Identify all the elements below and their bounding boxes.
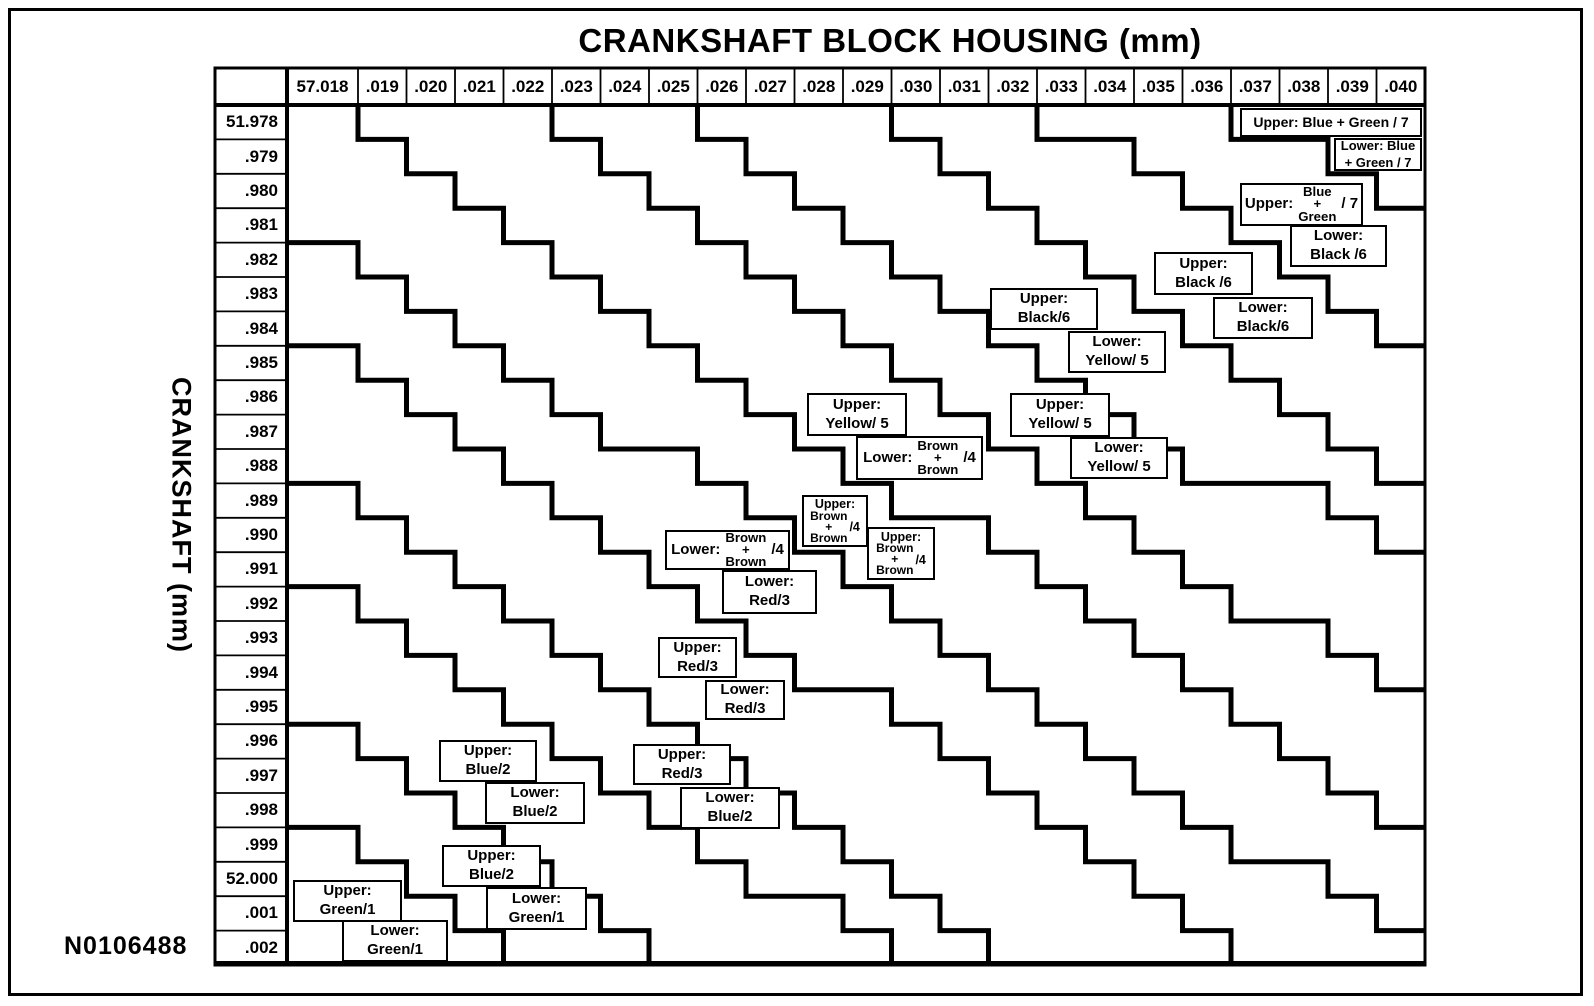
row-header-cell: .999 [244, 834, 278, 854]
column-header-cell: .021 [462, 76, 496, 96]
zone-label: Lower:Yellow/ 5 [1068, 331, 1166, 373]
zone-label: Upper:Yellow/ 5 [807, 393, 907, 436]
step-line-boundary-5-lower [549, 105, 1425, 693]
step-line-boundary-7-lower [1228, 105, 1425, 211]
row-header-cell: .994 [244, 662, 278, 682]
row-header-cell: .996 [244, 731, 278, 751]
column-header-cell: .034 [1093, 76, 1127, 96]
zone-label: Upper:Black /6 [1154, 252, 1253, 295]
zone-label: Lower:Brown+Brown/4 [856, 436, 983, 480]
step-line-boundary-3-upper [287, 584, 894, 965]
zone-label: Lower:Brown+Brown/4 [665, 530, 790, 570]
row-header-cell: .989 [244, 490, 278, 510]
row-header-cell: .987 [244, 421, 278, 441]
zone-label: Lower:Red/3 [705, 680, 785, 720]
figure-border [8, 8, 1583, 996]
step-line-boundary-5-upper [355, 105, 1425, 830]
zone-label: Upper:Yellow/ 5 [1010, 393, 1110, 437]
zone-label: Lower:Blue/2 [680, 787, 780, 829]
step-line-boundary-3-lower [287, 480, 991, 965]
zone-label: Lower:Black /6 [1290, 225, 1387, 267]
step-line-boundary-4-lower [287, 240, 1425, 934]
column-header-cell: .033 [1044, 76, 1078, 96]
column-header-cell: .036 [1190, 76, 1224, 96]
column-header-cell: .031 [947, 76, 981, 96]
row-header-cell: .984 [244, 318, 278, 338]
zone-label: Upper: Blue + Green / 7 [1240, 108, 1422, 137]
step-line-boundary-4-upper [287, 343, 1234, 965]
zone-label: Lower:Red/3 [722, 570, 817, 614]
column-header-cell: .038 [1287, 76, 1321, 96]
zone-label: Lower: Blue+ Green / 7 [1334, 138, 1422, 171]
row-header-cell: 51.978 [226, 112, 278, 132]
row-header-cell: .002 [244, 937, 278, 957]
column-header-cell: 57.018 [296, 76, 349, 96]
step-line-boundary-6-upper [695, 105, 1425, 555]
zone-label: Upper:Red/3 [658, 637, 737, 678]
row-header-cell: 52.000 [226, 868, 278, 888]
row-header-cell: .997 [244, 765, 278, 785]
row-header-cell: .993 [244, 628, 278, 648]
column-header-cell: .037 [1238, 76, 1272, 96]
row-header-cell: .981 [244, 215, 278, 235]
zone-label: Upper:Blue/2 [442, 845, 541, 887]
column-header-cell: .032 [996, 76, 1030, 96]
column-header-cell: .030 [899, 76, 933, 96]
row-header-cell: .001 [244, 903, 278, 923]
column-header-cell: .025 [656, 76, 690, 96]
column-header-cell: .029 [850, 76, 884, 96]
column-header-cell: .020 [414, 76, 448, 96]
column-header-cell: .035 [1141, 76, 1175, 96]
column-header-cell: .019 [365, 76, 399, 96]
column-header-cell: .024 [608, 76, 642, 96]
figure-id: N0106488 [64, 932, 188, 960]
zone-label: Lower:Blue/2 [485, 782, 585, 824]
row-header-cell: .995 [244, 696, 278, 716]
zone-label: Lower:Black/6 [1213, 297, 1313, 339]
column-header-cell: .023 [559, 76, 593, 96]
step-line-boundary-7-upper [1034, 105, 1425, 349]
zone-label: Upper:Blue/2 [439, 740, 537, 782]
row-header-cell: .979 [244, 146, 278, 166]
y-axis-title: CRANKSHAFT (mm) [166, 377, 197, 653]
row-header-cell: .983 [244, 284, 278, 304]
zone-label: Lower:Green/1 [486, 887, 587, 930]
step-line-boundary-6-lower [889, 105, 1425, 486]
column-header-cell: .040 [1384, 76, 1418, 96]
row-header-cell: .990 [244, 524, 278, 544]
row-header-cell: .986 [244, 387, 278, 407]
row-header-cell: .985 [244, 352, 278, 372]
row-header-cell: .988 [244, 456, 278, 476]
column-header-cell: .027 [753, 76, 787, 96]
zone-label: Lower:Green/1 [342, 920, 448, 962]
zone-label: Upper:Blue+Green/ 7 [1240, 183, 1363, 226]
zone-label: Upper:Green/1 [293, 880, 402, 922]
column-header-cell: .028 [802, 76, 836, 96]
zone-label: Lower:Yellow/ 5 [1070, 437, 1168, 479]
row-header-cell: .982 [244, 249, 278, 269]
column-header-cell: .026 [705, 76, 739, 96]
row-header-cell: .980 [244, 180, 278, 200]
column-header-cell: .039 [1335, 76, 1369, 96]
step-line-boundary-2-upper [287, 824, 506, 965]
chart-title: CRANKSHAFT BLOCK HOUSING (mm) [578, 22, 1202, 59]
step-line-boundary-2-lower [287, 721, 652, 965]
row-header-cell: .992 [244, 593, 278, 613]
zone-label: Upper:Brown+Brown/4 [867, 527, 935, 580]
zone-label: Upper:Black/6 [990, 288, 1098, 330]
row-header-cell: .991 [244, 559, 278, 579]
row-header-cell: .998 [244, 800, 278, 820]
zone-label: Upper:Red/3 [633, 744, 731, 785]
column-header-cell: .022 [511, 76, 545, 96]
zone-label: Upper:Brown+Brown/4 [802, 495, 868, 547]
